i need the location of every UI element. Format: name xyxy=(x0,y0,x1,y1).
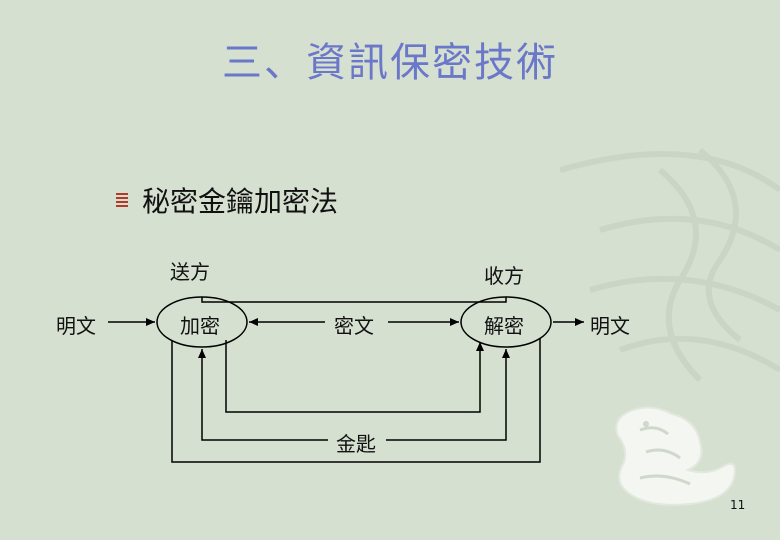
encrypt-label: 加密 xyxy=(180,310,220,339)
receiver-label: 收方 xyxy=(484,260,524,289)
plaintext-output-label: 明文 xyxy=(590,310,630,339)
ciphertext-label: 密文 xyxy=(334,310,374,339)
page-number: 11 xyxy=(730,498,745,512)
inner-loop-line xyxy=(226,340,480,412)
sender-label: 送方 xyxy=(170,256,210,285)
plaintext-input-label: 明文 xyxy=(56,310,96,339)
decrypt-label: 解密 xyxy=(484,310,524,339)
top-channel-line xyxy=(202,297,506,302)
key-label: 金匙 xyxy=(336,428,376,457)
key-to-encrypt-arrow xyxy=(202,349,328,440)
key-to-decrypt-arrow xyxy=(386,349,506,440)
